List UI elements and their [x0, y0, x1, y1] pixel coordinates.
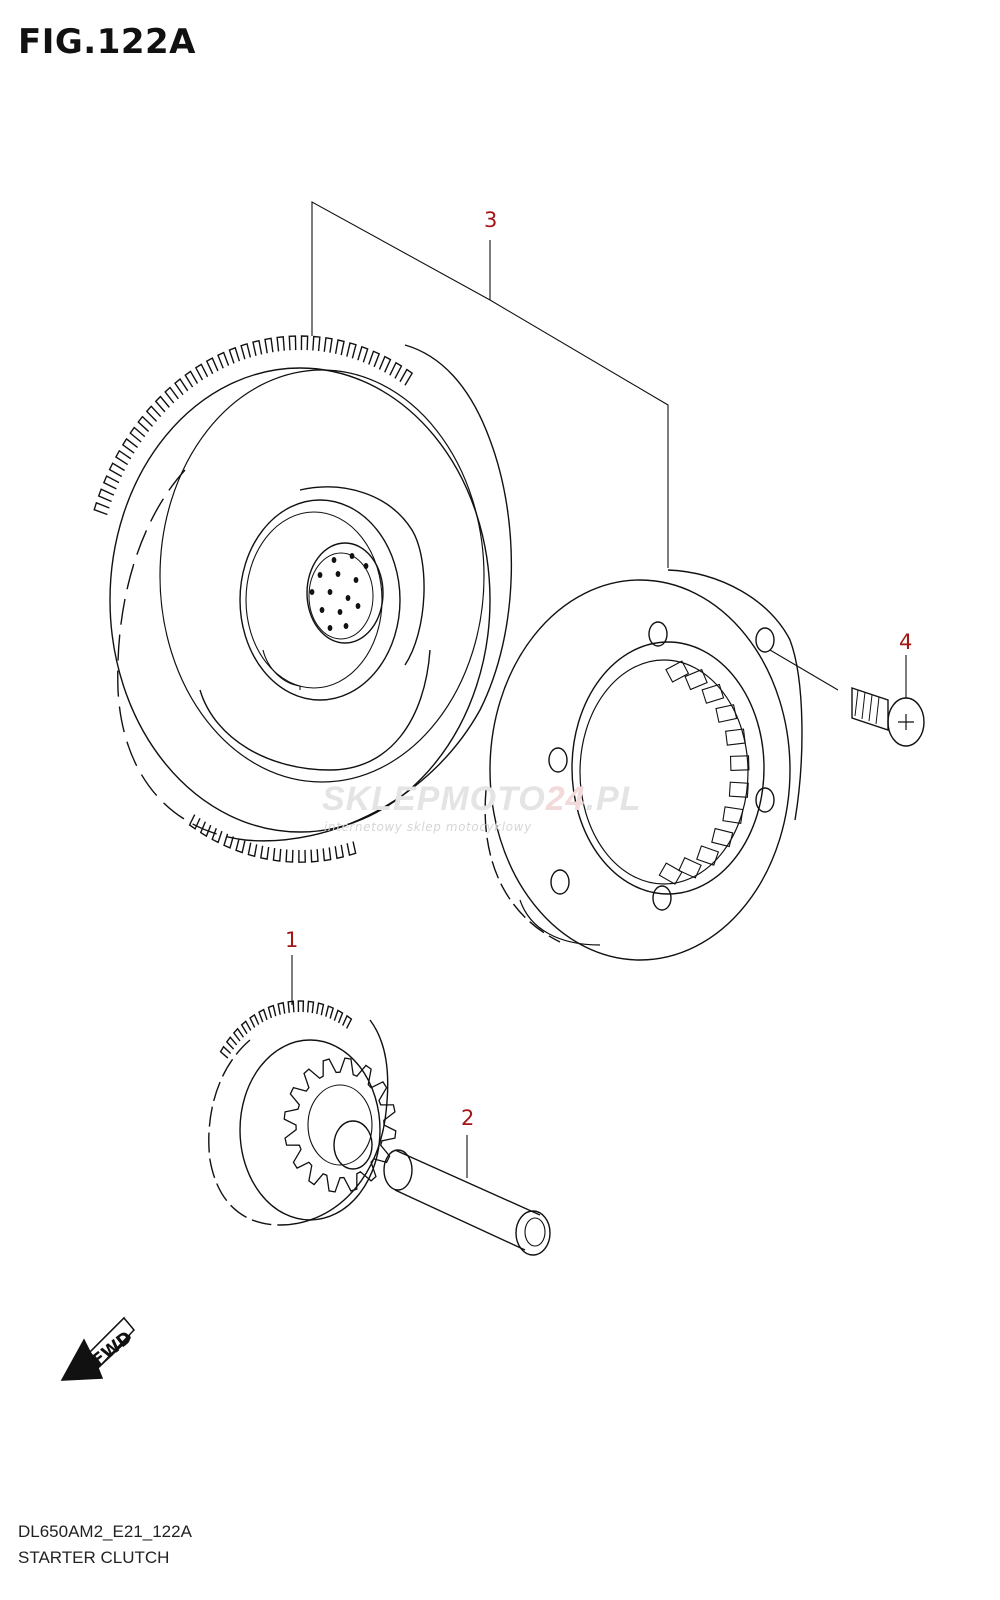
callout-1[interactable]: 1: [285, 928, 299, 952]
idle-gear-teeth: [219, 1000, 353, 1059]
clutch-bolt-holes: [548, 621, 775, 911]
shaft-end-far: [515, 1210, 551, 1256]
model-code: DL650AM2_E21_122A: [18, 1522, 192, 1541]
gear-recess-edge: [199, 649, 431, 771]
shaft-end-near: [383, 1149, 413, 1191]
callout-3[interactable]: 3: [484, 208, 498, 232]
hub-boss-inner: [245, 511, 383, 689]
watermark: SKLEPMOTO24.PL internetowy sklep motocyk…: [322, 780, 652, 850]
figure-name: STARTER CLUTCH: [18, 1548, 170, 1567]
bolt-shank: [851, 687, 889, 731]
part-4-bolt[interactable]: [769, 649, 925, 747]
bore-needle-marks: [309, 553, 369, 631]
clutch-bore-inner: [579, 659, 749, 885]
leader-3: [311, 201, 669, 568]
hub-bore: [306, 542, 384, 644]
gear-inner-ring: [159, 369, 485, 783]
clutch-rollers: [658, 660, 750, 885]
hex-socket-icon: [898, 714, 914, 730]
callout-2[interactable]: 2: [461, 1106, 475, 1130]
watermark-brand: SKLEPMOTO24.PL: [322, 780, 642, 818]
watermark-tagline: internetowy sklep motocyklowy: [324, 820, 532, 834]
callout-4[interactable]: 4: [899, 630, 913, 654]
figure-title: FIG.122A: [18, 22, 196, 62]
idle-gear-bore: [333, 1120, 373, 1170]
part-2-shaft[interactable]: [383, 1135, 551, 1256]
fwd-arrow-icon: FWD: [60, 1316, 136, 1381]
hub-boss-face: [239, 499, 401, 701]
hub-boss-top: [299, 486, 425, 666]
gear-face: [109, 367, 491, 833]
clutch-outer-rim: [489, 579, 791, 961]
clutch-bore-outer: [571, 641, 765, 895]
leader-4-line: [769, 649, 839, 691]
idle-gear-pinion: [283, 1057, 397, 1193]
part-3-oneway-clutch[interactable]: [484, 569, 803, 961]
part-3-starter-driven-gear[interactable]: [93, 335, 513, 863]
idle-gear-face: [239, 1039, 381, 1221]
part-1-idle-gear[interactable]: [208, 955, 397, 1226]
gear-teeth-outer: [93, 335, 414, 863]
